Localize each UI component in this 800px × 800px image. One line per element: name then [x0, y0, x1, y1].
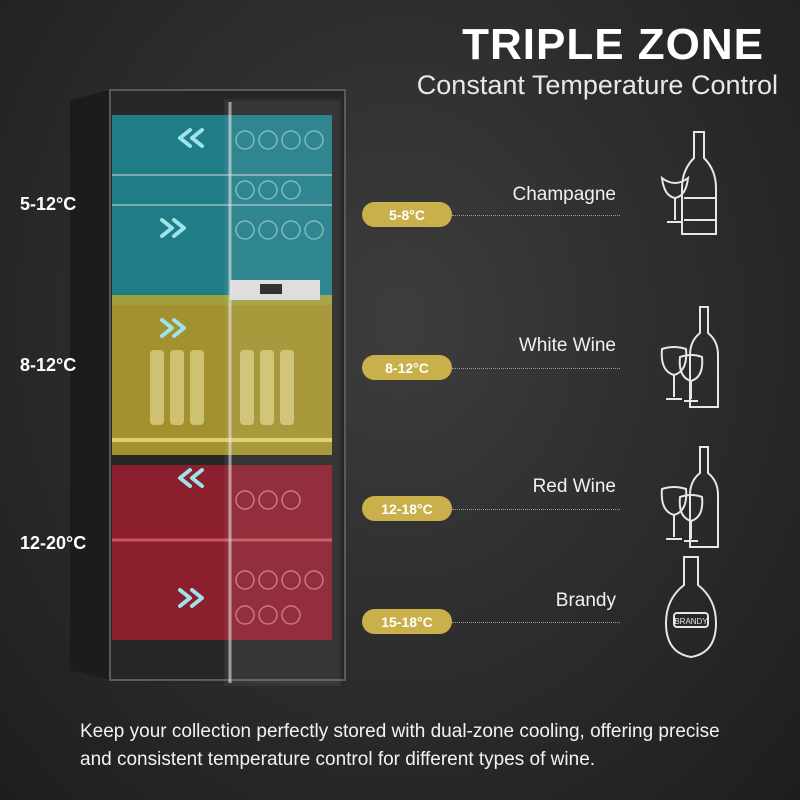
temp-badge-red-wine: 12-18°C — [362, 496, 452, 521]
top-zone — [112, 115, 332, 305]
champagne-icon — [660, 131, 717, 235]
brandy-icon: BRANDY — [664, 556, 718, 659]
brandy-bottle-label: BRANDY — [674, 617, 708, 626]
temp-badge-brandy: 15-18°C — [362, 609, 452, 634]
red-wine-icon — [660, 446, 719, 548]
description-caption: Keep your collection perfectly stored wi… — [80, 721, 720, 770]
page-subtitle: Constant Temperature Control — [416, 70, 778, 100]
leader-line — [452, 368, 620, 369]
bottom-zone — [112, 465, 332, 640]
zone-range-top: 5-12°C — [20, 194, 77, 214]
zone-range-middle: 8-12°C — [20, 355, 77, 375]
wine-name-white-wine: White Wine — [518, 335, 616, 356]
wine-cooler-image — [70, 89, 346, 686]
temp-badge-champagne: 5-8°C — [362, 202, 452, 227]
wine-name-brandy: Brandy — [555, 590, 616, 611]
white-wine-icon — [660, 306, 719, 408]
page-title: TRIPLE ZONE — [462, 20, 764, 69]
middle-zone — [112, 295, 332, 455]
zone-range-bottom: 12-20°C — [20, 533, 87, 553]
leader-line — [452, 215, 620, 216]
leader-line — [452, 509, 620, 510]
leader-line — [452, 622, 620, 623]
wine-name-red-wine: Red Wine — [532, 476, 616, 497]
wine-name-champagne: Champagne — [512, 184, 616, 205]
temp-badge-white-wine: 8-12°C — [362, 355, 452, 380]
